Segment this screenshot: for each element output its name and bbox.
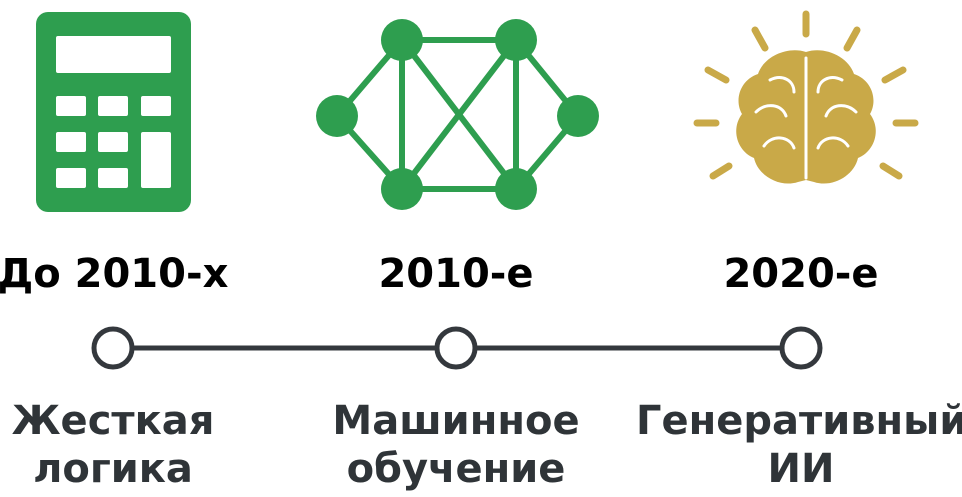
glow-rays <box>693 10 919 180</box>
calculator-key <box>98 96 128 116</box>
network-node <box>495 168 537 210</box>
network-nodes <box>316 19 599 210</box>
stage-label-2: Машинное обучение <box>291 397 621 493</box>
calculator-key <box>56 96 86 116</box>
network-node <box>381 168 423 210</box>
timeline-node-3 <box>779 326 823 370</box>
stage-label-line-2: обучение <box>346 446 566 492</box>
timeline <box>91 326 823 370</box>
network-node <box>557 95 599 137</box>
era-label-3: 2020-е <box>723 251 879 297</box>
calculator-key <box>98 168 128 188</box>
network-node <box>495 19 537 61</box>
calculator-key <box>98 132 128 152</box>
era-label-2: 2010-е <box>378 251 534 297</box>
timeline-node-2 <box>434 326 478 370</box>
era-label-1: До 2010-х <box>0 251 229 297</box>
brain-folds <box>754 56 858 180</box>
stage-label-line-1: Генеративный <box>636 398 962 444</box>
stage-label-3: Генеративный ИИ <box>636 397 962 493</box>
network-edges <box>334 37 581 192</box>
calculator-key <box>141 96 171 116</box>
stage-label-line-1: Машинное <box>332 398 580 444</box>
neural-network-icon <box>316 19 599 210</box>
stage-label-line-2: логика <box>33 446 193 492</box>
stage-label-1: Жесткая логика <box>0 397 278 493</box>
network-node <box>381 19 423 61</box>
calculator-key <box>56 168 86 188</box>
network-node <box>316 95 358 137</box>
glowing-brain-icon <box>693 10 919 184</box>
timeline-node-1 <box>91 326 135 370</box>
calculator-icon <box>36 12 191 212</box>
calculator-key <box>56 132 86 152</box>
stage-label-line-2: ИИ <box>767 446 835 492</box>
calculator-key-tall <box>141 132 171 188</box>
calculator-screen <box>56 36 171 73</box>
stage-label-line-1: Жесткая <box>11 398 215 444</box>
